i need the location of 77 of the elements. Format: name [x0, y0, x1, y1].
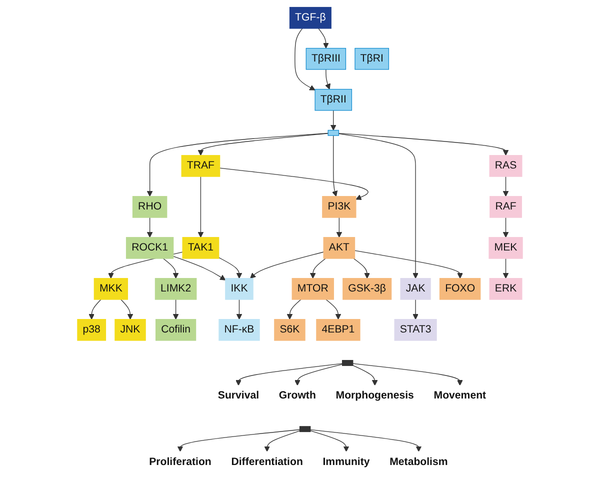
node-box: MEK [488, 237, 523, 259]
node-box: Cofilin [155, 319, 196, 341]
arrow [338, 133, 418, 279]
arrow [353, 258, 370, 279]
arrow [310, 258, 326, 279]
node-box [328, 130, 339, 136]
arrow [330, 110, 336, 131]
node-box: MKK [94, 278, 128, 300]
arrow [250, 252, 324, 279]
arrow [146, 132, 328, 197]
node-box: MTOR [292, 278, 334, 300]
node-box: p38 [77, 319, 106, 341]
node-bar [342, 360, 354, 366]
arrow [318, 28, 329, 49]
node-box: TβRII [314, 88, 352, 111]
arrow [326, 299, 342, 320]
node-box: IKK [225, 278, 254, 300]
node-box: PI3K [322, 196, 356, 218]
node-box: JNK [114, 319, 146, 341]
node-box: TβRI [354, 48, 390, 70]
arrow [162, 258, 179, 279]
arrow [218, 257, 242, 279]
node-box: RAF [490, 196, 522, 218]
arrow [286, 299, 302, 320]
arrow [88, 299, 102, 320]
arrow [172, 299, 179, 320]
arrow [352, 365, 378, 386]
node-text: Differentiation [231, 456, 303, 468]
node-box: TRAF [181, 155, 220, 177]
node-text: Immunity [322, 456, 370, 468]
node-box: S6K [274, 319, 306, 341]
arrow [502, 217, 509, 238]
node-box: LIMK2 [154, 278, 197, 300]
node-text: Proliferation [149, 456, 212, 468]
arrow [310, 430, 350, 452]
arrow [177, 429, 300, 452]
node-text: Growth [278, 390, 316, 402]
arrow [198, 176, 204, 238]
node-text: Morphogenesis [336, 390, 414, 402]
arrow [310, 429, 422, 452]
arrow [502, 176, 509, 197]
arrow [172, 256, 226, 280]
node-box: TβRIII [306, 48, 346, 70]
arrow [336, 217, 342, 238]
node-box: STAT3 [394, 319, 437, 341]
arrow [236, 299, 242, 320]
node-box: AKT [323, 237, 356, 259]
arrow [219, 168, 368, 200]
arrow [294, 364, 343, 386]
arrow [354, 250, 463, 279]
arrow [294, 28, 316, 90]
node-box: JAK [400, 278, 431, 300]
arrow [236, 363, 343, 386]
arrow [338, 132, 509, 156]
arrow [352, 363, 463, 386]
arrow [502, 258, 509, 279]
node-text: Metabolism [390, 456, 448, 468]
node-box: 4EBP1 [316, 319, 360, 341]
node-box: TGF-β [289, 6, 332, 29]
arrow [120, 299, 134, 320]
node-box: NF-κB [218, 319, 260, 341]
node-box: RAS [489, 155, 522, 177]
node-text: Movement [434, 390, 486, 402]
arrow [412, 299, 418, 320]
arrow [146, 217, 153, 238]
node-text: Survival [218, 390, 260, 402]
node-bar [299, 426, 311, 432]
node-box: RHO [132, 196, 168, 218]
arrow [324, 69, 330, 90]
node-box: TAK1 [182, 237, 220, 259]
arrow [198, 133, 328, 156]
node-box: ROCK1 [126, 237, 174, 259]
node-box: GSK-3β [342, 278, 392, 300]
arrow [332, 135, 338, 197]
node-box: ERK [489, 278, 522, 300]
arrow [264, 430, 300, 452]
node-box: FOXO [439, 278, 481, 300]
